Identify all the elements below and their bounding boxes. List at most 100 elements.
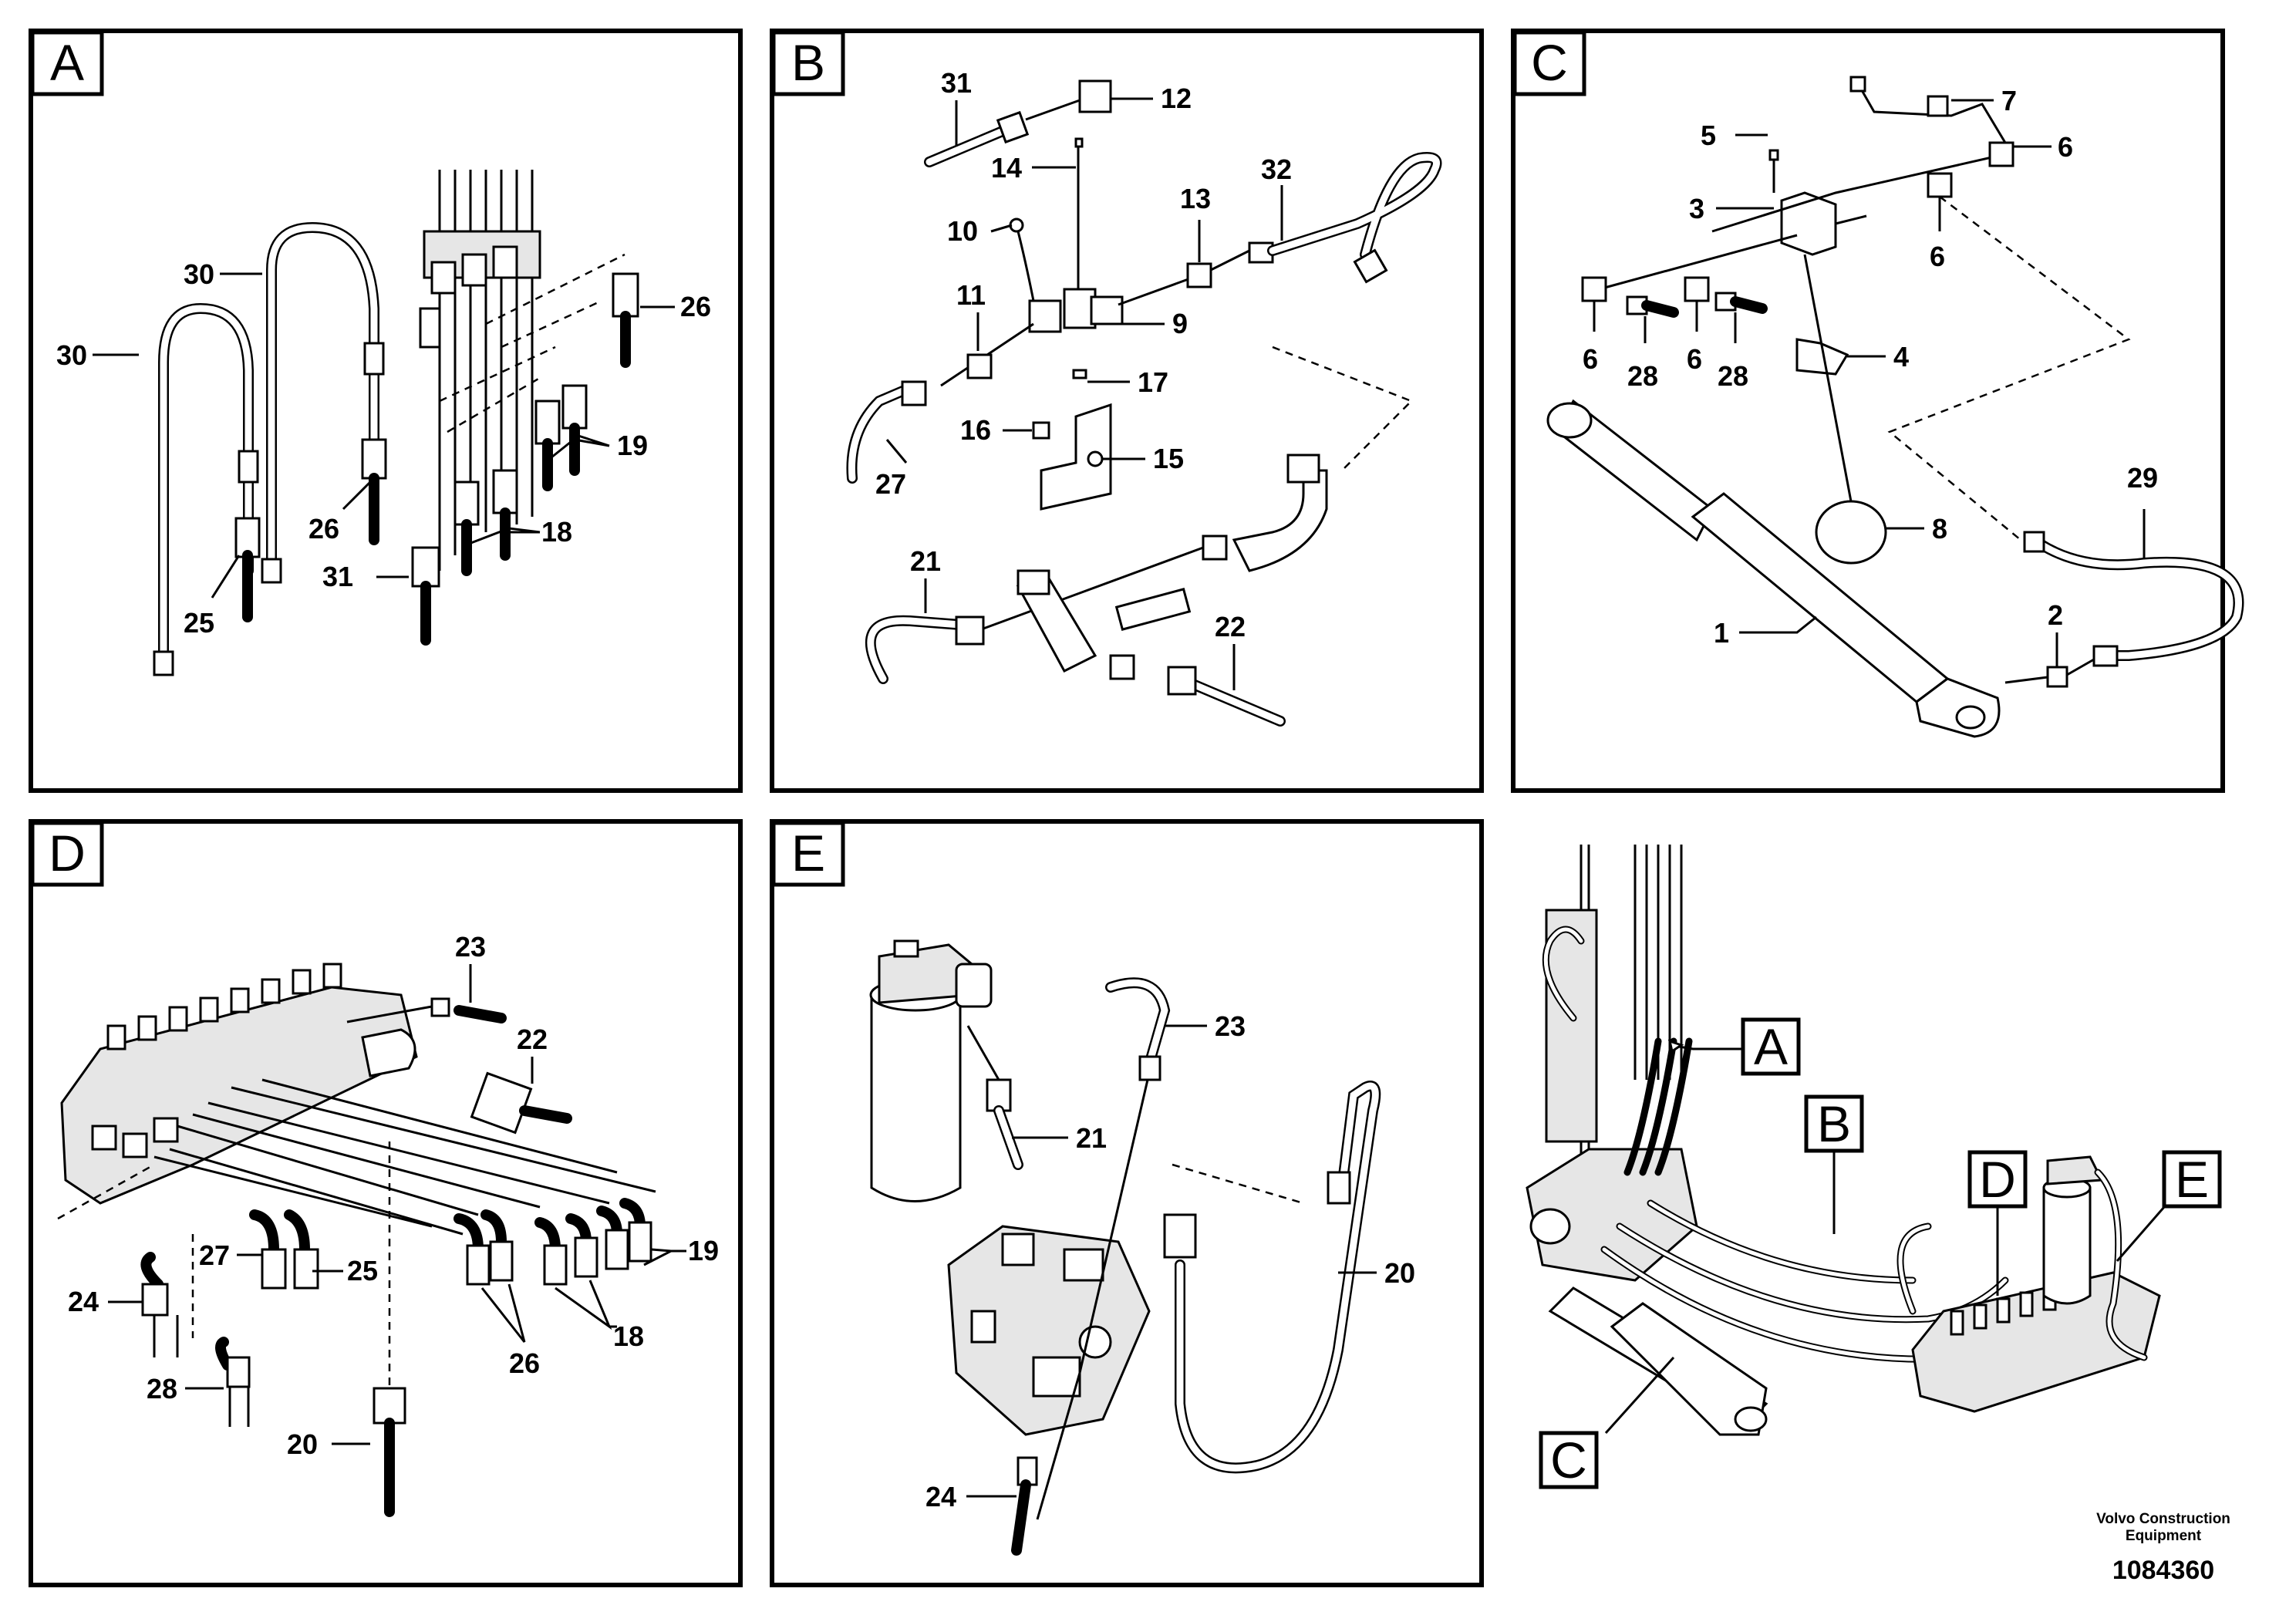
callout-d-20: 20: [287, 1428, 318, 1460]
elbow-6-mid: [1684, 276, 1710, 302]
callout-b-10: 10: [947, 215, 978, 247]
valve-bank-a: [419, 170, 541, 571]
callout-c-6-mid: 6: [1687, 343, 1702, 375]
callout-b-31: 31: [941, 67, 972, 99]
handle-10: [1009, 218, 1024, 233]
pipe-7: [1857, 84, 2007, 143]
fitting-26-right: [612, 272, 639, 318]
callout-a-31: 31: [322, 561, 353, 592]
bracket-15: [1040, 403, 1112, 511]
callout-d-19: 19: [688, 1235, 719, 1266]
overview-tag-d: D: [1979, 1151, 2016, 1208]
overview-tag-c: C: [1550, 1431, 1587, 1489]
block-3: [1780, 191, 1837, 256]
filter-canister-e: [869, 939, 993, 1202]
fitting-2: [2046, 666, 2068, 688]
callout-a-19: 19: [617, 430, 648, 461]
washer-17: [1072, 369, 1087, 379]
document-number: 1084360: [2112, 1556, 2214, 1585]
callout-d-25: 25: [347, 1255, 378, 1286]
bolt-5: [1768, 149, 1779, 161]
callout-a-30-top: 30: [184, 258, 214, 290]
panel-b-tag: B: [791, 34, 825, 91]
callout-d-23: 23: [455, 931, 486, 963]
brand-line-2: Equipment: [2126, 1528, 2202, 1544]
callout-b-12: 12: [1161, 83, 1192, 114]
fitting-20-d: [373, 1387, 406, 1425]
panel-c-frame: [1511, 29, 2225, 793]
nipple-13: [1186, 262, 1212, 288]
overview-tag-d-box: [1967, 1150, 2028, 1209]
callout-e-20: 20: [1384, 1257, 1415, 1289]
callout-a-25: 25: [184, 607, 214, 639]
panel-e-frame: [770, 819, 1484, 1587]
callout-a-26-left: 26: [308, 513, 339, 545]
elbow-27: [249, 1209, 279, 1255]
clamp-4: [1795, 338, 1849, 376]
callout-b-14: 14: [991, 152, 1022, 184]
callout-c-28-left: 28: [1627, 360, 1658, 392]
fitting-28-d: [226, 1356, 251, 1388]
callout-c-5: 5: [1701, 120, 1716, 151]
fitting-24-d: [141, 1283, 169, 1317]
callout-c-2: 2: [2048, 599, 2063, 631]
panel-d-tag-box: [30, 821, 104, 887]
overview-tag-b-box: [1804, 1094, 1864, 1153]
panel-b: B: [770, 29, 1484, 793]
callout-c-7: 7: [2001, 85, 2017, 116]
callout-d-28: 28: [147, 1373, 177, 1404]
panel-a-tag-box: [30, 30, 104, 96]
elbow-fitting-b: [1232, 469, 1328, 572]
callout-c-3: 3: [1689, 193, 1704, 224]
pump-e: [947, 1225, 1151, 1436]
callout-e-23: 23: [1215, 1010, 1246, 1042]
panel-e: E: [770, 819, 1484, 1587]
overview-tag-e-box: [2162, 1150, 2222, 1209]
callout-d-22: 22: [517, 1023, 548, 1055]
footer: Volvo Construction Equipment 1084360: [2096, 1511, 2230, 1585]
cylinder-1: [1546, 399, 2001, 738]
fitting-26-left: [361, 438, 387, 480]
panel-e-tag: E: [791, 824, 825, 882]
panel-d-tag: D: [49, 824, 86, 882]
callout-e-24: 24: [925, 1481, 956, 1512]
control-valve-d: [60, 963, 418, 1205]
callout-b-11: 11: [956, 279, 986, 311]
callout-e-21: 21: [1076, 1122, 1107, 1154]
overview-tag-e: E: [2175, 1151, 2209, 1208]
callout-d-27: 27: [199, 1239, 230, 1271]
callout-c-28-right: 28: [1718, 360, 1748, 392]
nipple-11: [966, 353, 993, 379]
callout-d-18: 18: [613, 1320, 644, 1352]
panel-e-tag-box: [771, 821, 845, 887]
callout-d-24: 24: [68, 1286, 99, 1317]
callout-b-17: 17: [1138, 366, 1168, 398]
bolt-16: [1032, 421, 1050, 440]
panel-d: D: [29, 819, 743, 1587]
panel-a-frame: [29, 29, 743, 793]
panel-a-tag: A: [50, 34, 84, 91]
callout-a-30-left: 30: [56, 339, 87, 371]
callout-d-26: 26: [509, 1347, 540, 1379]
callout-c-1: 1: [1714, 617, 1729, 649]
elbow-6-top: [1988, 141, 2014, 167]
elbow-12: [1078, 79, 1112, 113]
callout-b-21: 21: [910, 545, 941, 577]
brand-line-1: Volvo Construction: [2096, 1511, 2230, 1527]
callout-b-27: 27: [875, 468, 906, 500]
overview-tag-c-box: [1539, 1431, 1599, 1489]
callout-b-15: 15: [1153, 443, 1184, 474]
callout-a-18: 18: [541, 516, 572, 548]
panel-b-tag-box: [771, 30, 845, 96]
fitting-23-d: [430, 997, 450, 1017]
callout-b-13: 13: [1180, 183, 1211, 214]
callout-b-9: 9: [1172, 308, 1188, 339]
clamp-8: [1815, 500, 1887, 565]
callout-b-16: 16: [960, 414, 991, 446]
panel-c-tag: C: [1531, 34, 1568, 91]
callout-c-29: 29: [2127, 462, 2158, 494]
overview-illustration: A B C D E: [1526, 845, 2222, 1489]
callout-c-6-top: 6: [2058, 131, 2073, 163]
elbow-6-right: [1927, 172, 1953, 198]
